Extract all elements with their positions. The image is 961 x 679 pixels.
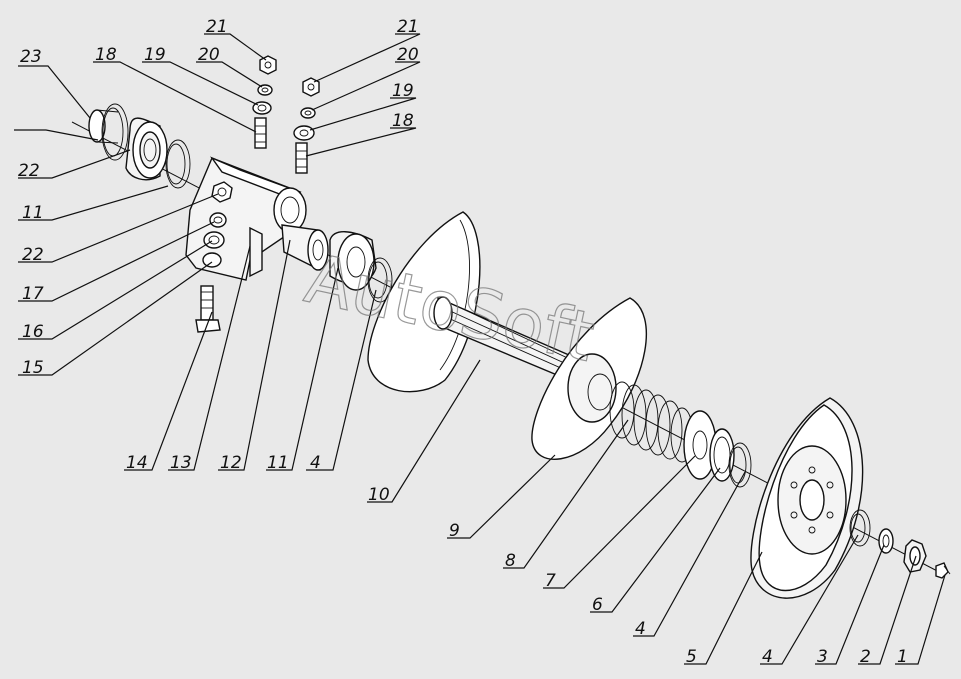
part-2-nut bbox=[903, 539, 927, 573]
callout-7: 7 bbox=[545, 571, 556, 591]
callout-16: 16 bbox=[22, 322, 44, 342]
callout-2: 2 bbox=[860, 647, 871, 667]
part-11-bearing-right bbox=[329, 231, 377, 291]
part-8-spring bbox=[609, 381, 694, 463]
callout-19: 19 bbox=[144, 45, 166, 65]
callout-13: 13 bbox=[170, 453, 192, 473]
callout-6: 6 bbox=[592, 595, 603, 615]
part-11-bearing-left bbox=[125, 117, 168, 181]
part-23-shaft-end bbox=[88, 109, 119, 144]
callout-11: 11 bbox=[22, 203, 44, 223]
part-16-washer bbox=[209, 212, 227, 228]
callout-10: 10 bbox=[368, 485, 390, 505]
part-17-nut-housing bbox=[211, 181, 233, 203]
part-4-circlip-right bbox=[849, 509, 871, 547]
callout-4: 4 bbox=[310, 453, 321, 473]
callout-1: 1 bbox=[897, 647, 908, 667]
part-9-disc bbox=[531, 297, 648, 460]
callout-11: 11 bbox=[267, 453, 289, 473]
part-3-washer bbox=[878, 528, 894, 554]
callout-5: 5 bbox=[686, 647, 697, 667]
part-20-washer-left bbox=[257, 84, 273, 96]
callout-23: 23 bbox=[20, 47, 42, 67]
callout-12: 12 bbox=[220, 453, 242, 473]
callout-19: 19 bbox=[392, 81, 414, 101]
callout-18: 18 bbox=[95, 45, 117, 65]
callout-15: 15 bbox=[22, 358, 44, 378]
callout-labels: 1 2 3 4 5 4 6 7 8 9 10 4 11 12 13 14 15 … bbox=[18, 17, 908, 667]
callout-20: 20 bbox=[397, 45, 419, 65]
part-20-washer-right bbox=[300, 107, 316, 119]
part-12-sleeve bbox=[281, 224, 329, 271]
part-10-disc bbox=[367, 211, 481, 393]
callout-14: 14 bbox=[126, 453, 148, 473]
callout-4: 4 bbox=[635, 619, 646, 639]
part-22-circlip-right bbox=[165, 139, 191, 189]
callout-9: 9 bbox=[449, 521, 460, 541]
callout-3: 3 bbox=[817, 647, 828, 667]
part-18-bolt-right bbox=[295, 142, 308, 174]
part-21-nut-left bbox=[259, 55, 277, 75]
callout-20: 20 bbox=[198, 45, 220, 65]
callout-21: 21 bbox=[397, 17, 419, 37]
callout-8: 8 bbox=[505, 551, 516, 571]
part-4-circlip-upper bbox=[367, 257, 393, 303]
part-18-bolt-left bbox=[254, 117, 267, 149]
callout-17: 17 bbox=[22, 284, 44, 304]
part-21-nut-right bbox=[302, 77, 320, 97]
part-4-circlip-middle bbox=[728, 442, 752, 488]
callout-21: 21 bbox=[206, 17, 228, 37]
leader-lines bbox=[14, 33, 946, 665]
callout-22: 22 bbox=[22, 245, 44, 265]
part-5-pulley bbox=[750, 397, 864, 599]
callout-22: 22 bbox=[18, 161, 40, 181]
part-1-grease-fitting bbox=[935, 562, 951, 579]
part-14-bolt bbox=[195, 285, 221, 333]
part-19-washer-right bbox=[293, 125, 315, 141]
callout-18: 18 bbox=[392, 111, 414, 131]
part-15-washer bbox=[202, 231, 225, 268]
callout-4: 4 bbox=[762, 647, 773, 667]
